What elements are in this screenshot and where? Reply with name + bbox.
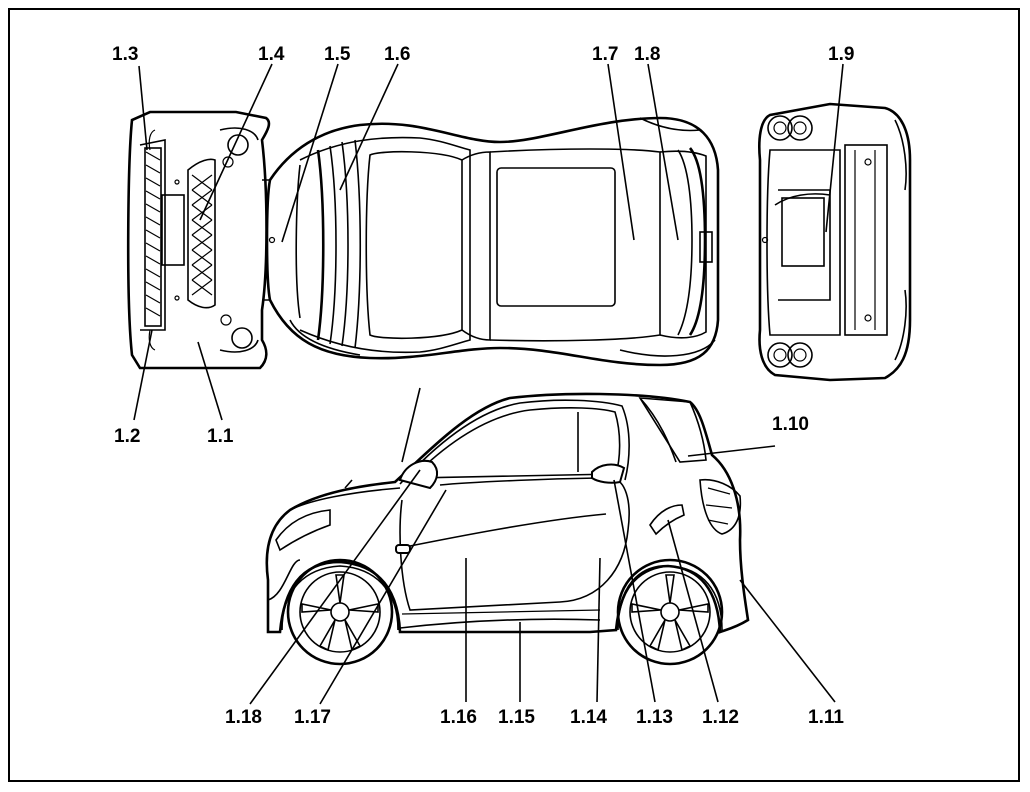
label-1-13: 1.13 [636,707,673,728]
label-1-15: 1.15 [498,707,535,728]
diagram-frame [8,8,1020,782]
label-1-7: 1.7 [592,44,618,65]
label-1-3: 1.3 [112,44,138,65]
label-1-8: 1.8 [634,44,660,65]
label-1-11: 1.11 [808,707,844,728]
leader-lines [133,63,844,705]
label-1-9: 1.9 [828,44,854,65]
label-1-16: 1.16 [440,707,477,728]
label-1-4: 1.4 [258,44,285,65]
label-1-17: 1.17 [294,707,331,728]
label-1-5: 1.5 [324,44,351,65]
rear-view [758,102,912,382]
label-1-18: 1.18 [225,707,262,728]
label-1-1: 1.1 [207,426,234,447]
side-view [265,392,750,666]
label-1-12: 1.12 [702,707,739,728]
labels: 1.3 1.4 1.5 1.6 1.7 1.8 1.9 1.2 1.1 1.10… [112,44,854,728]
top-view [262,116,720,367]
label-1-14: 1.14 [570,707,607,728]
front-view [126,110,271,370]
label-1-6: 1.6 [384,44,410,65]
label-1-10: 1.10 [772,414,809,435]
label-1-2: 1.2 [114,426,140,447]
